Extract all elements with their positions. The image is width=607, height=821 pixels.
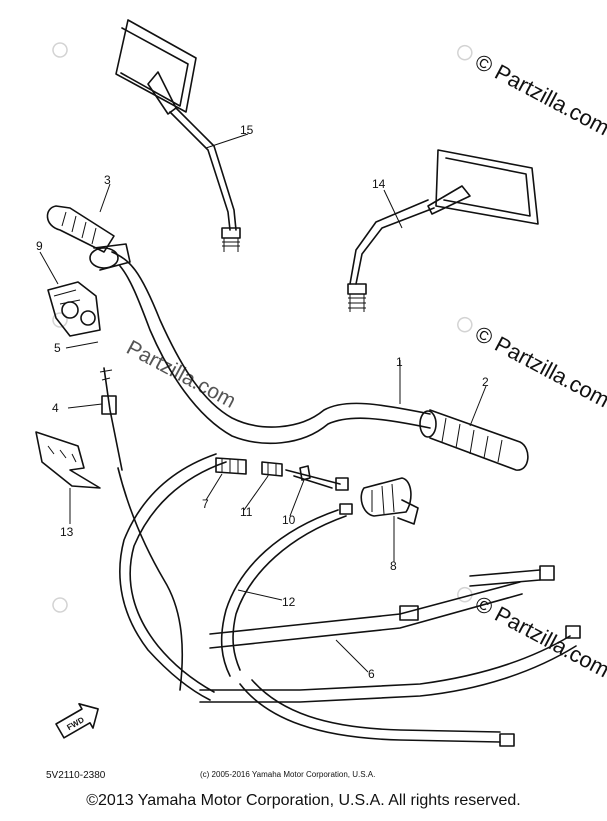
watermark-layer: © Partzilla.com © Partzilla.com © Partzi… xyxy=(52,42,607,682)
cable-boot xyxy=(360,477,419,525)
footer-copyright: ©2013 Yamaha Motor Corporation, U.S.A. A… xyxy=(86,792,521,809)
callout-9: 9 xyxy=(36,239,43,253)
watermark-left-bottom xyxy=(52,597,68,613)
callout-10: 10 xyxy=(282,513,296,527)
callout-7: 7 xyxy=(202,497,209,511)
throttle-fittings xyxy=(215,457,349,491)
watermark-copyright-icon xyxy=(457,44,473,61)
left-switch xyxy=(47,281,101,337)
mirror-right xyxy=(347,149,539,312)
callout-3: 3 xyxy=(104,173,111,187)
watermark-left-mid xyxy=(52,312,68,328)
watermark-center-text: Partzilla.com xyxy=(123,336,240,413)
callout-6: 6 xyxy=(368,667,375,681)
leader-lines xyxy=(39,133,487,673)
watermark-text: © Partzilla.com xyxy=(471,321,607,413)
watermark-mid-right: © Partzilla.com xyxy=(457,316,607,413)
callout-2: 2 xyxy=(482,375,489,389)
watermark-copyright-icon xyxy=(52,597,68,613)
watermark-left-top xyxy=(52,42,68,58)
callout-5: 5 xyxy=(54,341,61,355)
cables xyxy=(117,453,581,747)
fine-copyright: (c) 2005-2016 Yamaha Motor Corporation, … xyxy=(200,770,375,779)
watermark-bottom-right: © Partzilla.com xyxy=(457,586,607,682)
drawing-code: 5V2110-2380 xyxy=(46,770,106,781)
bracket-13 xyxy=(35,431,101,489)
grip-right xyxy=(419,409,529,471)
watermark-text: © Partzilla.com xyxy=(471,49,607,141)
handlebar xyxy=(111,251,431,445)
watermark-copyright-icon xyxy=(52,42,68,58)
watermark-copyright-icon xyxy=(52,312,68,328)
grip-left xyxy=(46,205,131,271)
watermark-copyright-icon xyxy=(457,586,473,603)
callout-13: 13 xyxy=(60,525,74,539)
callout-12: 12 xyxy=(282,595,296,609)
mirror-left xyxy=(115,19,241,252)
watermark-top-right: © Partzilla.com xyxy=(457,44,607,141)
callout-1: 1 xyxy=(396,355,403,369)
callout-14: 14 xyxy=(372,177,386,191)
callout-11: 11 xyxy=(240,505,253,519)
callout-4: 4 xyxy=(52,401,59,415)
callout-8: 8 xyxy=(390,559,397,573)
fwd-arrow-icon: FWD xyxy=(55,703,99,739)
watermark-center: Partzilla.com xyxy=(123,336,240,413)
watermark-copyright-icon xyxy=(457,316,473,333)
callout-15: 15 xyxy=(240,123,254,137)
cable-adjuster xyxy=(99,367,123,471)
